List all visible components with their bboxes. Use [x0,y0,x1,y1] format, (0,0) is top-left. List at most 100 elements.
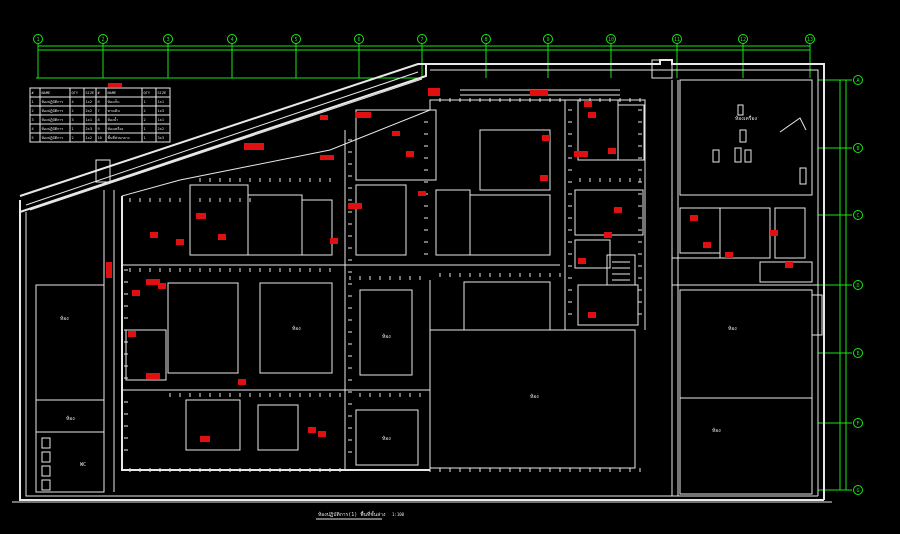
grid-row-label: A [856,78,859,84]
legend-cell: 2x3 [86,127,93,131]
room-tag-marker [614,207,622,213]
room-tag-marker [608,148,616,154]
legend-cell: 8 [98,118,100,122]
equipment-symbol [712,149,720,163]
room-tag-marker [150,232,158,238]
equipment-symbol [779,117,807,133]
room-tag-marker [132,290,140,296]
room-tag-marker [588,312,596,318]
legend-cell: 1 [144,127,146,131]
room-label-layer: ห้อง ห้อง WC ห้องเครื่อง ห้อง ห้อง ห้อง … [60,115,757,468]
legend-cell: ห้องน้ำ [108,117,119,122]
legend-cell: 3x3 [158,136,165,140]
legend-header-cell: NAME [108,91,117,95]
legend-header-cell: NAME [42,91,51,95]
grid-bubble [805,34,815,44]
slope-inner-wall-2 [29,78,423,211]
room-c12 [355,184,407,256]
grid-bubble [33,34,43,44]
room-c5 [125,329,167,381]
room-center-b [359,289,413,376]
wc-fixture [41,465,51,477]
drawing-scale: 1:100 [392,512,405,517]
room-center-a [259,282,333,374]
grid-row-label: E [856,351,859,357]
room-tag-marker [355,112,371,118]
legend-cell: 6 [98,100,100,104]
outer-wall-top-slope [19,63,427,214]
room-tag-marker [348,203,362,209]
room-tag-marker [406,151,414,157]
grid-row-label: F [856,421,859,427]
grid-col-label: 12 [740,37,746,43]
grid-col-label: 4 [230,37,233,43]
legend-cell: 1x1 [86,118,93,122]
legend-cell: 4 [72,100,74,104]
room-tag-marker [196,213,206,219]
legend-cell: พื้นที่ส่วนกลาง [108,135,130,140]
legend-cell: ห้องปฏิบัติการ [42,126,64,131]
legend-cell: 2 [72,136,74,140]
room-label: ห้องเครื่อง [735,115,757,122]
legend-cell: 2x2 [86,109,93,113]
outer-wall-bottom-left [19,212,824,501]
room-tag-marker [588,112,596,118]
legend-cell: 2 [72,109,74,113]
outer-wall-inner-right [430,69,819,496]
grid-row-label: C [856,213,859,219]
legend-cell: 5 [32,136,34,140]
room-label: WC [80,462,86,468]
equipment-symbol [737,104,744,116]
column-detail [95,159,111,183]
grid-col-label: 2 [101,37,104,43]
room-tag-marker [318,431,326,437]
legend-cell: 1 [144,100,146,104]
legend-cell: 1x1 [158,100,165,104]
room-label: ห้อง [60,315,69,322]
room-tag-marker [128,331,136,337]
grid-col-label: 7 [420,37,423,43]
legend-cell: ห้องปฏิบัติการ [42,117,64,122]
room-c9 [479,129,551,191]
legend-cell: ห้องเครื่อง [108,126,124,131]
room-right-mid [679,289,813,399]
grid-row-label: G [856,488,859,494]
tag-layer [106,88,793,442]
grid-bubble [543,34,553,44]
grid-bubble [853,418,863,428]
grid-bubble [853,210,863,220]
grid-bubble [163,34,173,44]
legend-cell: 3 [72,118,74,122]
wc-fixture [41,479,51,491]
legend-cell: 2 [144,118,146,122]
room-c10 [469,194,551,256]
grid-col-label: 6 [357,37,360,43]
grid-bubble [291,34,301,44]
legend-header-cell: # [32,91,35,95]
room-center-c [355,409,419,466]
room-tag-marker [578,258,586,264]
room-label: ห้อง [728,325,737,332]
right-door [811,294,823,336]
grid-bubble [738,34,748,44]
room-tag-marker [690,215,698,221]
equipment-symbol [744,149,752,163]
room-r3 [774,207,806,259]
wall-layer [12,59,832,503]
legend-cell: 1x2 [86,136,93,140]
room-tag-marker [106,262,112,278]
legend-header-cell: SIZE [86,91,95,95]
legend-cell: ทางเดิน [108,109,121,113]
room-tag-marker [308,427,316,433]
equipment-symbol [799,167,807,185]
grid-col-label: 5 [294,37,297,43]
room-tag-marker [146,279,160,285]
equipment-symbol [739,129,747,143]
room-tag-marker [584,101,592,107]
grid-bubble [853,348,863,358]
room-c11 [435,189,471,256]
room-tag-marker [146,373,160,379]
grid-col-label: 10 [608,37,614,43]
room-c13 [463,281,551,331]
